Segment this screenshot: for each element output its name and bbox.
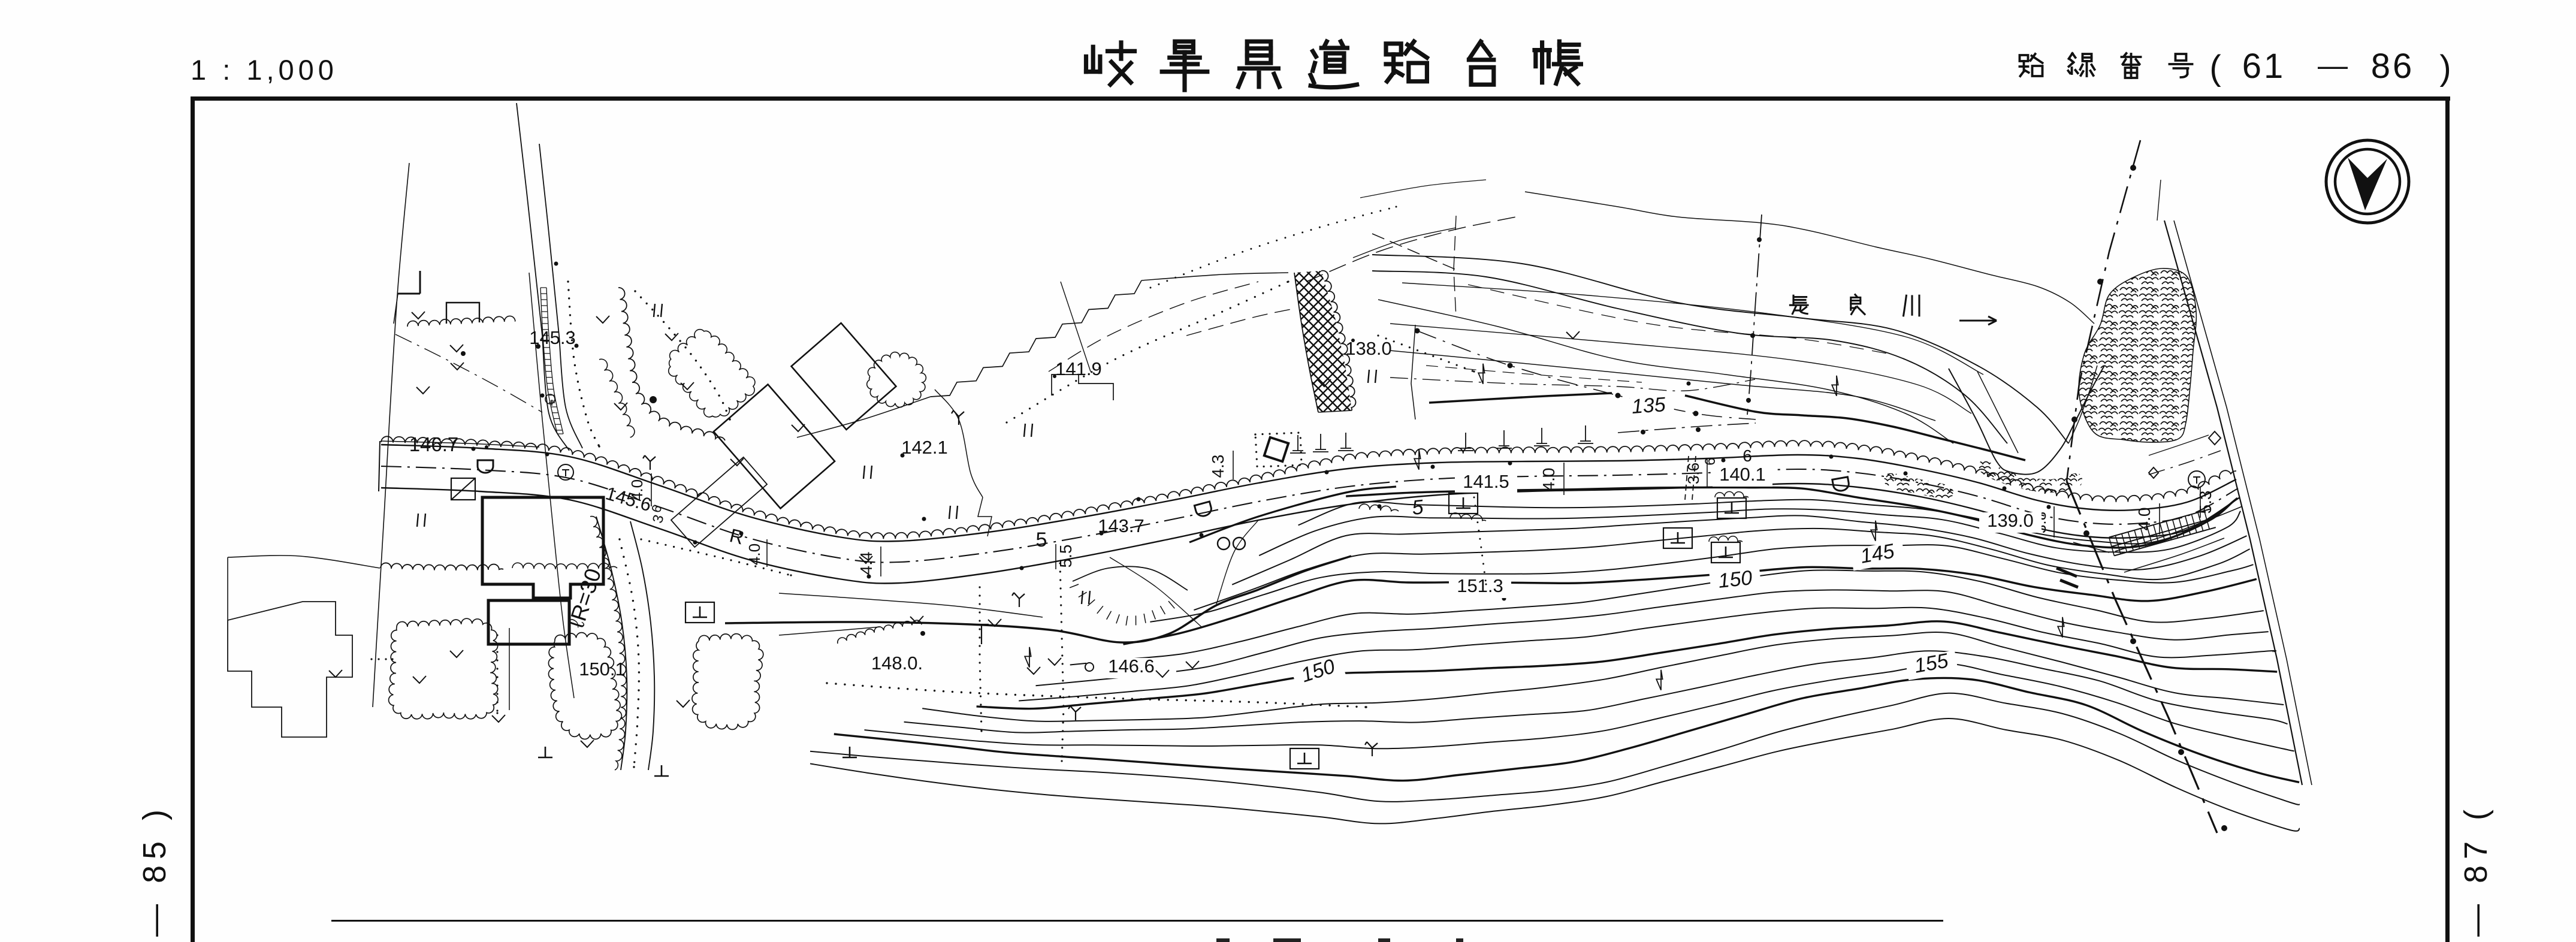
svg-text:150: 150 (1717, 566, 1753, 593)
svg-text:151.3: 151.3 (1457, 575, 1503, 596)
svg-text:4.0: 4.0 (745, 544, 763, 565)
svg-text:— 85 ): — 85 ) (137, 804, 173, 937)
svg-text:86: 86 (2371, 47, 2415, 86)
svg-text:135: 135 (1631, 393, 1666, 418)
svg-text:143.7: 143.7 (1098, 515, 1144, 536)
svg-text:5: 5 (1411, 496, 1424, 520)
svg-text:(: ( (2209, 49, 2221, 87)
svg-text:146.6: 146.6 (1108, 656, 1155, 677)
svg-text:— 87 (: — 87 ( (2458, 804, 2494, 937)
svg-text:4.3: 4.3 (1209, 455, 1227, 478)
svg-text:1 : 1,000: 1 : 1,000 (191, 54, 338, 86)
svg-text:139.0: 139.0 (1987, 510, 2034, 531)
svg-text:61: 61 (2242, 47, 2286, 86)
svg-text:): ) (2439, 49, 2451, 87)
svg-text:142.1: 142.1 (901, 437, 948, 458)
svg-text:4.0: 4.0 (1539, 468, 1558, 491)
svg-text:4.0: 4.0 (628, 479, 646, 501)
svg-text:5: 5 (1036, 529, 1047, 551)
svg-text:150.1: 150.1 (579, 659, 626, 680)
svg-text:146.7: 146.7 (409, 433, 459, 455)
svg-text:140.1: 140.1 (1719, 464, 1766, 485)
svg-text:—: — (2318, 49, 2348, 82)
svg-text:141.5: 141.5 (1463, 471, 1509, 492)
svg-text:5.5: 5.5 (1056, 545, 1075, 568)
svg-text:6: 6 (1702, 457, 1719, 465)
svg-text:6: 6 (1743, 446, 1752, 465)
svg-text:4.0: 4.0 (2135, 508, 2154, 531)
svg-text:148.0.: 148.0. (871, 653, 923, 674)
